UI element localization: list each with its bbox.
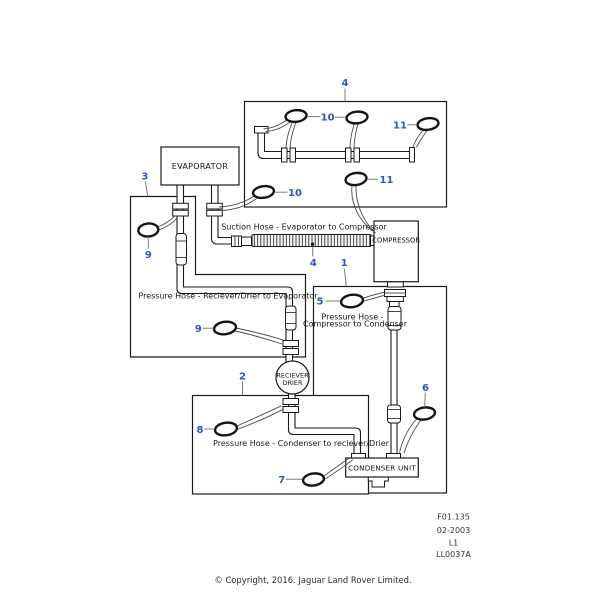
condenser-to-drier-label: Pressure Hose - Condenser to reciever/Dr…	[213, 439, 390, 448]
pipe-union-a2	[289, 147, 296, 163]
hose-assembly-pipe	[257, 132, 413, 160]
receiver-drier-label-1: RECIEVER	[276, 372, 309, 380]
drier-to-evaporator-label: Pressure Hose - Reciever/Drier to Evapor…	[138, 292, 318, 301]
callout-9-mid[interactable]: 9	[195, 324, 202, 335]
leader-curves	[157, 119, 428, 480]
condenser-group-outline-box	[191, 394, 370, 495]
compressor-label: COMPRESSOR	[372, 237, 420, 245]
callout-6[interactable]: 6	[422, 383, 429, 394]
drier-pipe-fittings	[282, 305, 299, 413]
callout-10-top[interactable]: 10	[321, 113, 335, 124]
drawing-date: 02-2003	[437, 526, 470, 535]
hose-assembly-fittings	[254, 126, 415, 163]
copyright-notice: © Copyright, 2016. Jaguar Land Rover Lim…	[214, 575, 411, 585]
drawing-number: F01.135	[437, 513, 470, 522]
compressor-outlet-neck	[389, 301, 400, 307]
compressor-outlet-tab	[387, 281, 404, 288]
suction-hose-crimp	[231, 235, 242, 247]
callout-2[interactable]: 2	[239, 371, 246, 382]
pipe-end-flange	[254, 126, 269, 134]
o-ring-5	[339, 293, 365, 309]
compressor-outlet-nut	[386, 296, 404, 302]
callout-numbers: 4 3 4 1 2 10 11 11 10 9 9 5 6 7 8	[141, 78, 429, 486]
o-ring-10-a	[284, 108, 308, 124]
callout-1[interactable]: 1	[341, 258, 348, 269]
o-ring-10-c	[251, 184, 276, 200]
pipe-compressor-to-condenser-lower	[390, 422, 398, 455]
callout-4-suction[interactable]: 4	[310, 258, 317, 269]
suction-hose-collar	[241, 236, 252, 246]
compressor-to-condenser-label-2: Compressor to Condenser	[303, 320, 408, 329]
o-ring-9-a	[137, 222, 160, 238]
condenser-unit: CONDENSER UNIT	[345, 453, 419, 488]
o-ring-9-b	[212, 320, 238, 336]
callout-9-left[interactable]: 9	[145, 250, 152, 261]
o-ring-10-b	[345, 110, 369, 125]
hose-sleeve-compressor	[387, 306, 402, 331]
callout-10-mid[interactable]: 10	[288, 188, 302, 199]
hose-sleeve-mid	[285, 305, 297, 331]
hose-sleeve-left	[175, 233, 187, 266]
condenser-unit-box	[345, 457, 419, 478]
condenser-unit-label: CONDENSER UNIT	[348, 463, 416, 472]
callout-8[interactable]: 8	[197, 425, 204, 436]
callout-11-mid[interactable]: 11	[380, 175, 394, 186]
compressor-to-condenser-label-1: Pressure Hose -	[321, 313, 383, 322]
o-rings	[137, 108, 440, 487]
pipe-evaporator-to-suction-hose	[210, 184, 233, 245]
evaporator-pipe-fittings	[172, 202, 223, 266]
compressor-box	[373, 220, 419, 283]
receiver-drier-label-2: DRIER	[282, 379, 303, 387]
drier-inlet-flange-a	[282, 340, 299, 347]
evaporator-label: EVAPORATOR	[172, 162, 229, 171]
callout-lines	[144, 88, 426, 480]
hose-sleeve-condenser-line	[387, 404, 401, 424]
drawing-reference-block: F01.135 02-2003 L1 LL0037A	[436, 513, 471, 559]
o-ring-7	[301, 472, 326, 487]
drawing-sheet-code: LL0037A	[436, 550, 471, 559]
callout-7[interactable]: 7	[278, 475, 285, 486]
callout-4-top[interactable]: 4	[342, 78, 349, 89]
drier-outlet-flange-a	[282, 398, 299, 405]
compressor: COMPRESSOR	[372, 220, 420, 424]
callout-11-top[interactable]: 11	[393, 120, 407, 131]
evaporator-box	[160, 146, 240, 186]
o-ring-11-b	[344, 171, 368, 187]
pipe-union-b2	[353, 147, 360, 163]
pipe-compressor-to-condenser-upper	[390, 329, 398, 406]
suction-hose	[231, 233, 376, 248]
hose-labels: Suction Hose - Evaporator to Compressor …	[138, 223, 407, 448]
o-ring-8	[213, 421, 239, 437]
drawing-rev: L1	[449, 538, 459, 547]
o-ring-6	[412, 406, 437, 421]
pipe-union-b	[345, 147, 352, 163]
pipe-end-union	[409, 147, 415, 163]
o-ring-11-a	[416, 116, 440, 132]
suction-hose-label: Suction Hose - Evaporator to Compressor	[221, 223, 387, 232]
receiver-drier-circle	[275, 360, 310, 395]
suction-hose-callout-dot	[310, 242, 315, 246]
drier-inlet-flange-b	[282, 348, 299, 355]
evaporator-group-outline-box	[129, 195, 307, 358]
drier-outlet-flange-b	[282, 406, 299, 413]
callout-5[interactable]: 5	[317, 296, 324, 307]
callout-3[interactable]: 3	[141, 171, 148, 182]
pipe-union-a	[281, 147, 288, 163]
condenser-mount-tab	[367, 476, 389, 488]
